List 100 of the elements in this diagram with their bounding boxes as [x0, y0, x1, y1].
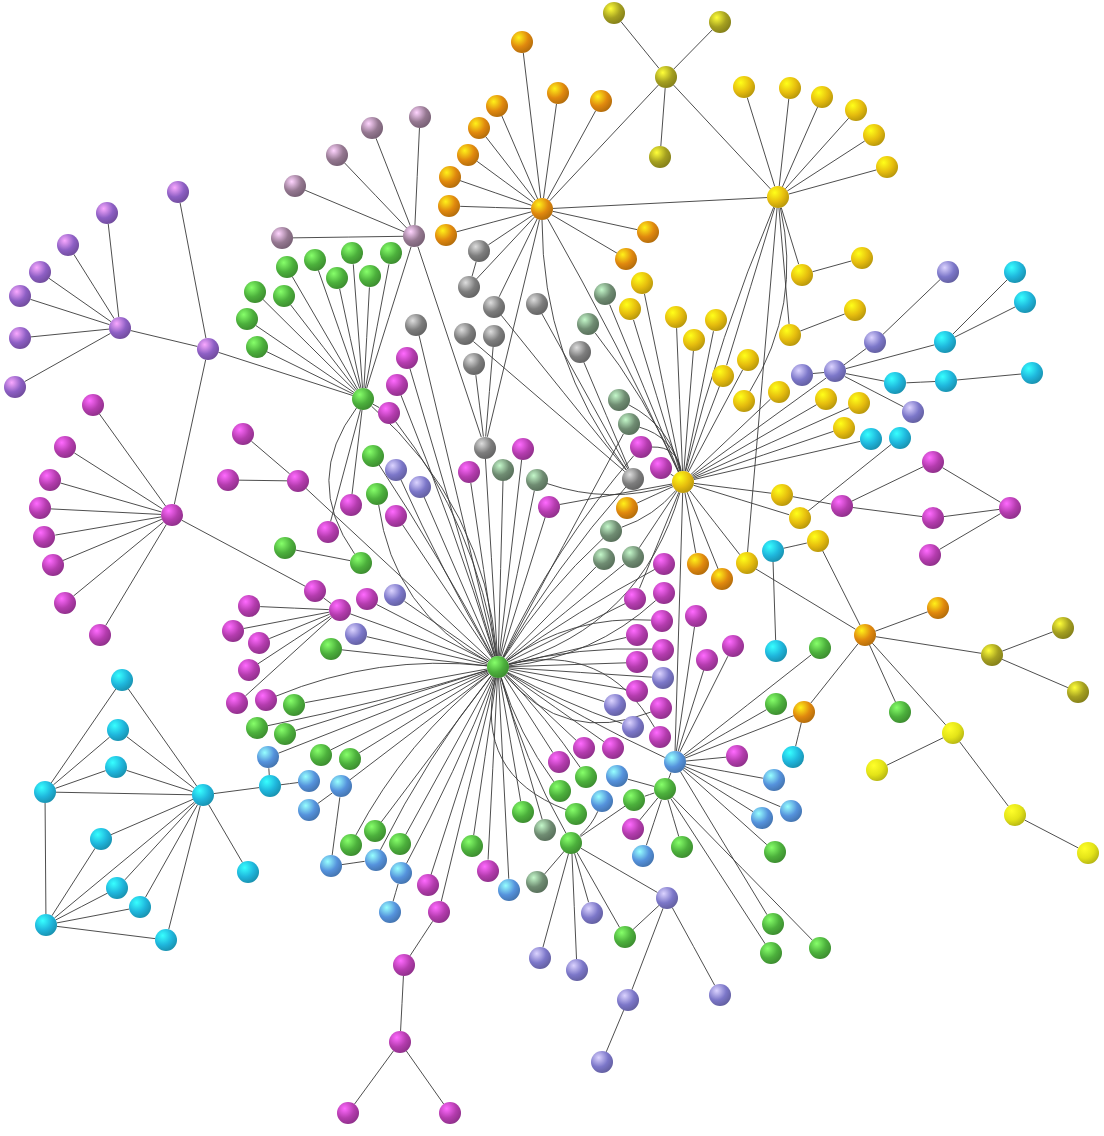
connector-line [498, 459, 523, 657]
connector-line [363, 286, 370, 389]
network-node [361, 444, 384, 467]
network-node [438, 194, 461, 217]
network-node [851, 247, 873, 269]
network-node [248, 631, 271, 654]
connector-line [459, 180, 533, 206]
connector-line [691, 377, 827, 476]
connector-line [522, 52, 542, 199]
connector-line [476, 216, 535, 280]
connector-line [243, 611, 330, 629]
connector-line [542, 852, 570, 948]
connector-line [679, 655, 729, 753]
connector-line [502, 455, 635, 658]
connector-line [507, 602, 626, 663]
connector-line [508, 662, 627, 668]
connector-line [627, 778, 655, 787]
connector-line [30, 298, 110, 326]
network-node [487, 656, 509, 678]
network-node [33, 525, 56, 548]
connector-line [245, 617, 333, 697]
connector-line [402, 524, 493, 659]
network-node [937, 261, 959, 283]
network-node [709, 984, 731, 1006]
network-node [824, 360, 847, 383]
network-node [721, 635, 744, 658]
connector-line [1024, 819, 1079, 849]
network-node [54, 592, 76, 614]
network-node [461, 835, 484, 857]
connector-line [503, 537, 604, 659]
network-node [712, 364, 735, 387]
connector-line [255, 325, 355, 394]
network-node [619, 298, 642, 321]
network-node [608, 388, 631, 411]
connector-line [621, 489, 677, 528]
connector-line [400, 479, 493, 658]
connector-line [686, 491, 719, 570]
network-node [525, 468, 548, 491]
connector-line [505, 566, 597, 660]
network-node [864, 331, 886, 353]
network-node [568, 341, 591, 364]
network-node [35, 914, 57, 936]
network-node [573, 736, 596, 759]
network-node [650, 609, 673, 632]
network-node [876, 156, 898, 178]
connector-line [364, 263, 390, 389]
connector-line [1001, 631, 1054, 652]
network-node [345, 623, 368, 646]
network-node [884, 372, 907, 395]
connector-line [414, 127, 420, 226]
connector-line [304, 668, 488, 704]
connector-line [580, 847, 658, 893]
connector-line [455, 211, 532, 233]
network-node [591, 1051, 613, 1073]
connector-line [812, 260, 852, 273]
connector-line [675, 626, 695, 752]
connector-line [541, 313, 629, 470]
network-node [468, 239, 491, 262]
connector-line [417, 246, 482, 438]
connector-line [430, 677, 496, 876]
connector-line [179, 202, 207, 339]
network-node [663, 751, 686, 774]
connector-line [54, 770, 107, 789]
network-node [330, 775, 353, 798]
connector-line [638, 426, 682, 472]
connector-line [689, 490, 741, 556]
network-node [626, 651, 649, 674]
connector-line [500, 677, 543, 821]
connector-line [671, 907, 716, 986]
connector-line [874, 611, 929, 632]
network-node [54, 436, 76, 458]
network-node [245, 335, 268, 358]
connector-line [684, 330, 714, 472]
network-node [274, 537, 296, 559]
network-node [704, 309, 727, 332]
connector-line [639, 797, 659, 821]
network-node [4, 376, 26, 398]
connector-line [781, 106, 819, 188]
network-node [603, 694, 626, 716]
network-node [390, 862, 413, 885]
connector-line [506, 563, 626, 661]
connector-line [73, 521, 164, 597]
network-node [782, 746, 804, 768]
network-node [39, 469, 61, 491]
network-node [366, 482, 389, 505]
network-node [89, 624, 111, 646]
connector-line [73, 452, 164, 510]
connector-line [418, 334, 496, 657]
network-node [922, 507, 944, 529]
network-node [109, 317, 131, 339]
connector-line [305, 488, 491, 660]
network-node [631, 844, 654, 867]
network-node [275, 255, 298, 278]
network-node [237, 658, 260, 681]
network-node [274, 722, 297, 745]
network-node [283, 693, 306, 716]
connector-line [784, 117, 850, 190]
network-node [349, 551, 372, 574]
connector-line [126, 769, 193, 793]
connector-line [55, 791, 193, 796]
